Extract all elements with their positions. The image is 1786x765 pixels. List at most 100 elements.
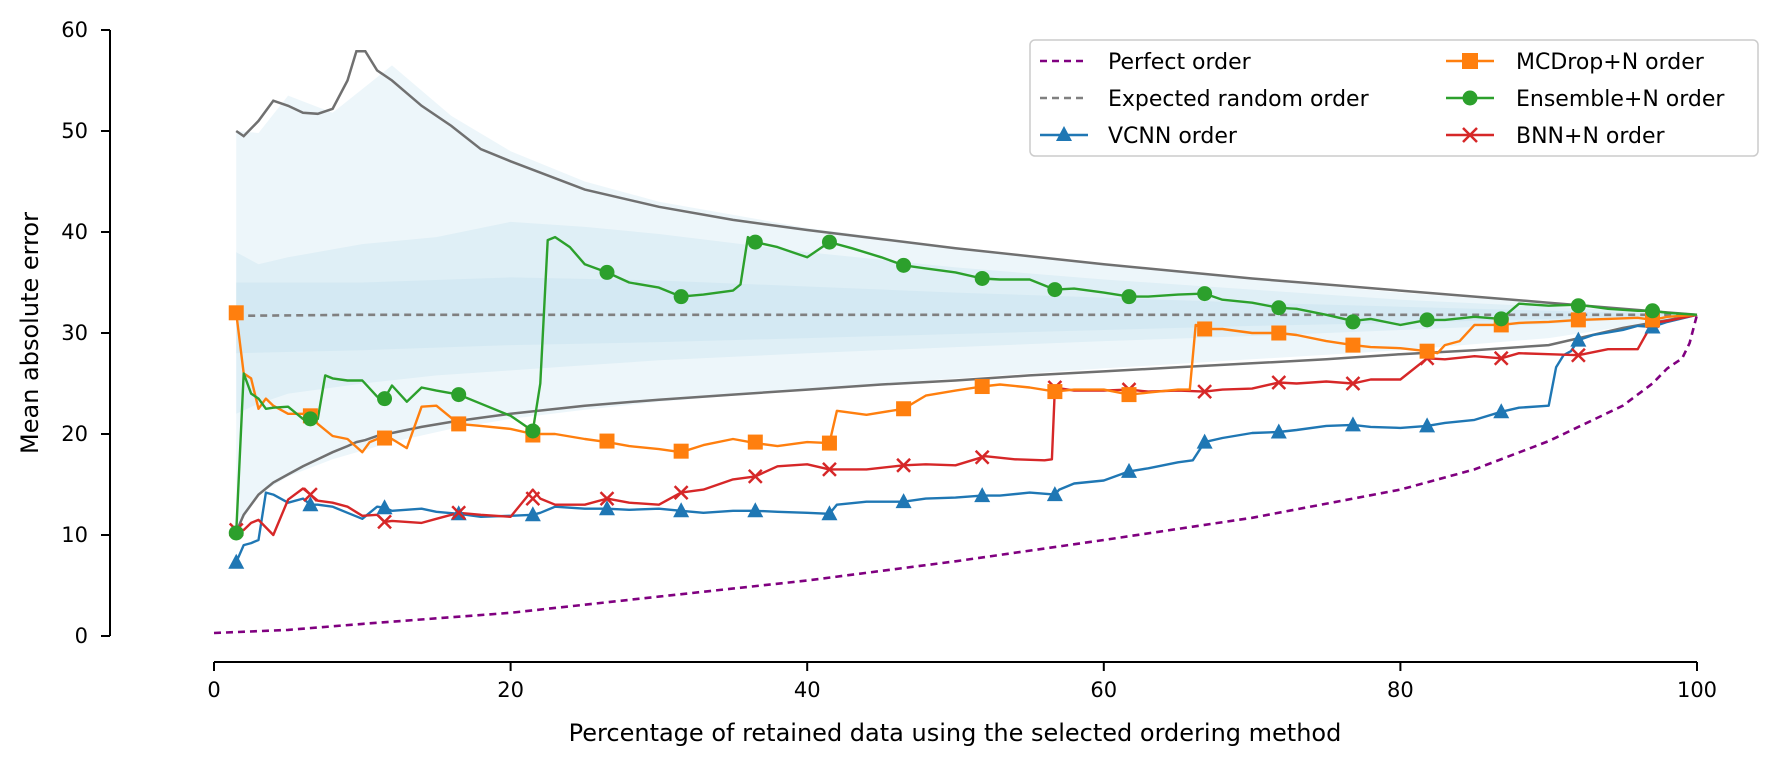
legend-entry-perfect: Perfect order [1040,50,1252,75]
marker-mcdrop-7 [747,434,763,450]
marker-bnn-6 [673,485,689,500]
series-line-perfect [213,314,1699,635]
series-line-ensemble [235,235,1698,534]
marker-mcdrop-12 [1121,387,1137,403]
marker-bnn-15 [1345,376,1361,391]
marker-vcnn-0 [228,553,245,569]
marker-mcdrop-8 [821,435,837,451]
marker-ensemble-8 [821,234,837,250]
legend-frame [1029,39,1759,157]
marker-mcdrop-14 [1271,325,1287,341]
x-tick-label-2: 40 [794,678,821,702]
random-envelope-lower [235,313,1698,533]
marker-ensemble-19 [1645,303,1661,319]
marker-bnn-1 [303,487,318,502]
y-tick-label-5: 50 [61,119,88,143]
random-envelope-upper [235,49,1698,317]
series-line-random [236,313,1697,318]
x-tick-label-1: 20 [497,678,524,702]
marker-vcnn-17 [1493,403,1510,419]
y-axis-label: Mean absolute error [16,212,44,454]
marker-vcnn-14 [1270,423,1287,439]
marker-bnn-4 [525,491,541,507]
marker-ensemble-1 [302,411,318,427]
legend-entry-ensemble: Ensemble+N order [1446,87,1725,112]
marker-vcnn-8 [821,505,838,521]
marker-mcdrop-16 [1419,343,1435,359]
legend-entry-bnn: BNN+N order [1446,124,1666,149]
marker-ensemble-16 [1419,312,1435,328]
marker-vcnn-9 [895,493,912,509]
legend-entry-mcdrop: MCDrop+N order [1446,50,1705,75]
marker-bnn-17 [1493,350,1509,366]
legend-label-ensemble: Ensemble+N order [1516,87,1725,112]
marker-ensemble-17 [1493,311,1509,327]
marker-ensemble-14 [1271,300,1287,316]
marker-ensemble-6 [673,289,689,305]
legend-marker-mcdrop [1462,53,1478,69]
marker-mcdrop-18 [1570,312,1586,328]
legend-label-bnn: BNN+N order [1516,124,1666,149]
y-tick-label-4: 40 [61,220,88,244]
y-tick-label-1: 10 [61,523,88,547]
marker-bnn-18 [1570,347,1586,363]
marker-mcdrop-2 [377,430,393,446]
x-tick-label-5: 100 [1677,678,1717,702]
marker-bnn-14 [1271,375,1287,390]
marker-vcnn-7 [747,502,764,518]
marker-ensemble-13 [1197,286,1213,302]
marker-bnn-2 [377,514,392,530]
marker-bnn-5 [599,491,615,507]
marker-vcnn-1 [302,496,319,512]
random-band-2 [236,277,1698,354]
marker-ensemble-15 [1345,314,1361,330]
marker-ensemble-11 [1047,282,1063,298]
marker-ensemble-7 [747,234,763,250]
marker-bnn-7 [747,469,763,484]
y-tick-label-3: 30 [61,321,88,345]
marker-vcnn-10 [974,487,991,503]
series-line-bnn [236,313,1698,537]
marker-mcdrop-3 [451,416,467,432]
legend-entry-vcnn: VCNN order [1040,124,1238,149]
legend: Perfect order Expected random order VCNN… [1029,39,1759,157]
marker-mcdrop-5 [599,433,615,449]
legend-entry-random: Expected random order [1040,87,1370,112]
marker-mcdrop-10 [974,379,990,395]
x-axis-label: Percentage of retained data using the se… [569,719,1342,747]
marker-mcdrop-9 [896,401,912,417]
marker-bnn-10 [974,449,990,465]
marker-vcnn-16 [1419,417,1436,433]
marker-ensemble-0 [228,525,244,541]
x-tick-label-4: 80 [1387,678,1414,702]
random-band-0 [236,65,1698,531]
marker-vcnn-2 [376,499,393,515]
marker-vcnn-15 [1344,416,1361,432]
marker-mcdrop-6 [673,443,689,459]
marker-vcnn-4 [524,506,541,522]
x-tick-label-0: 0 [207,678,220,702]
marker-bnn-8 [822,461,837,477]
marker-vcnn-5 [598,500,615,516]
y-tick-label-2: 20 [61,422,88,446]
marker-vcnn-18 [1570,331,1587,347]
marker-bnn-3 [451,505,467,521]
legend-marker-ensemble [1462,90,1478,106]
series-markers [228,234,1661,569]
marker-bnn-9 [896,457,911,473]
marker-mcdrop-13 [1197,321,1213,337]
marker-vcnn-6 [673,502,690,518]
marker-ensemble-18 [1570,298,1586,314]
series-lines [213,235,1699,635]
marker-mcdrop-11 [1047,384,1063,400]
y-tick-label-0: 0 [75,624,88,648]
marker-ensemble-3 [451,387,467,403]
legend-marker-bnn [1462,127,1478,143]
series-line-vcnn [235,313,1698,563]
y-tick-label-6: 60 [61,18,88,42]
marker-vcnn-13 [1196,433,1213,449]
legend-label-mcdrop: MCDrop+N order [1516,50,1705,75]
